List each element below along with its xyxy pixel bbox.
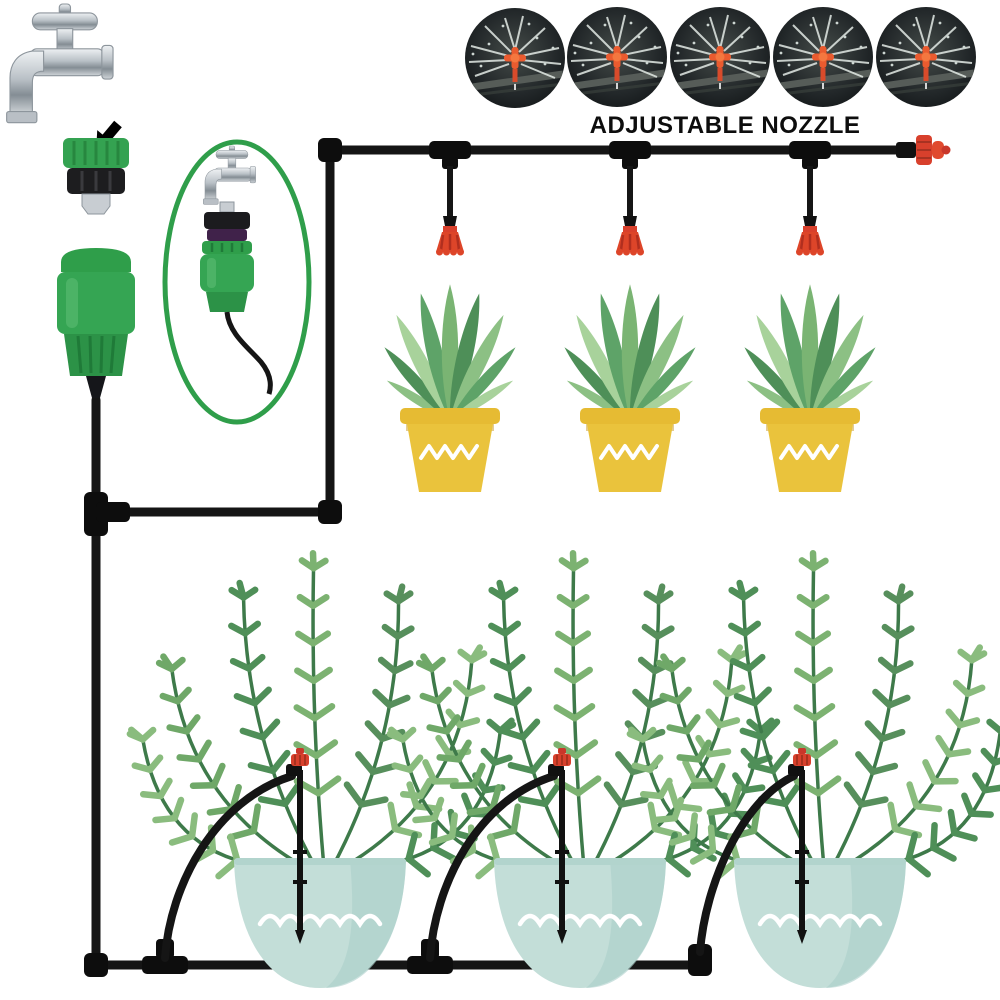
- tube-end-cap: [896, 135, 951, 165]
- product-title: ADJUSTABLE NOZZLE: [589, 112, 861, 139]
- potted-agave: [380, 284, 520, 492]
- nozzle-photo: [567, 7, 667, 107]
- faucet-icon: [6, 3, 114, 124]
- elbow-fitting: [84, 953, 108, 977]
- potted-agave: [740, 284, 880, 492]
- nozzle-photo: [670, 7, 770, 107]
- leafy-plants: [126, 549, 1000, 880]
- drip-nozzle: [609, 141, 651, 256]
- drip-nozzle: [429, 141, 471, 256]
- nozzle-photo: [773, 7, 873, 107]
- teal-pot: [734, 858, 906, 988]
- elbow-fitting: [688, 944, 712, 976]
- tee-fitting: [96, 502, 130, 522]
- riser-tubes: [161, 772, 798, 962]
- leafy-plant: [626, 549, 1000, 880]
- potted-agave: [560, 284, 700, 492]
- connection-inset: [162, 139, 312, 425]
- elbow-fitting: [318, 500, 342, 524]
- nozzle-photo: [876, 7, 976, 107]
- faucet-icon: [203, 145, 256, 205]
- quick-connector-stack: [57, 138, 135, 410]
- drip-nozzle: [789, 141, 831, 256]
- nozzle-photo: [465, 8, 565, 108]
- elbow-fitting: [318, 138, 342, 162]
- tube-fittings: [84, 138, 712, 977]
